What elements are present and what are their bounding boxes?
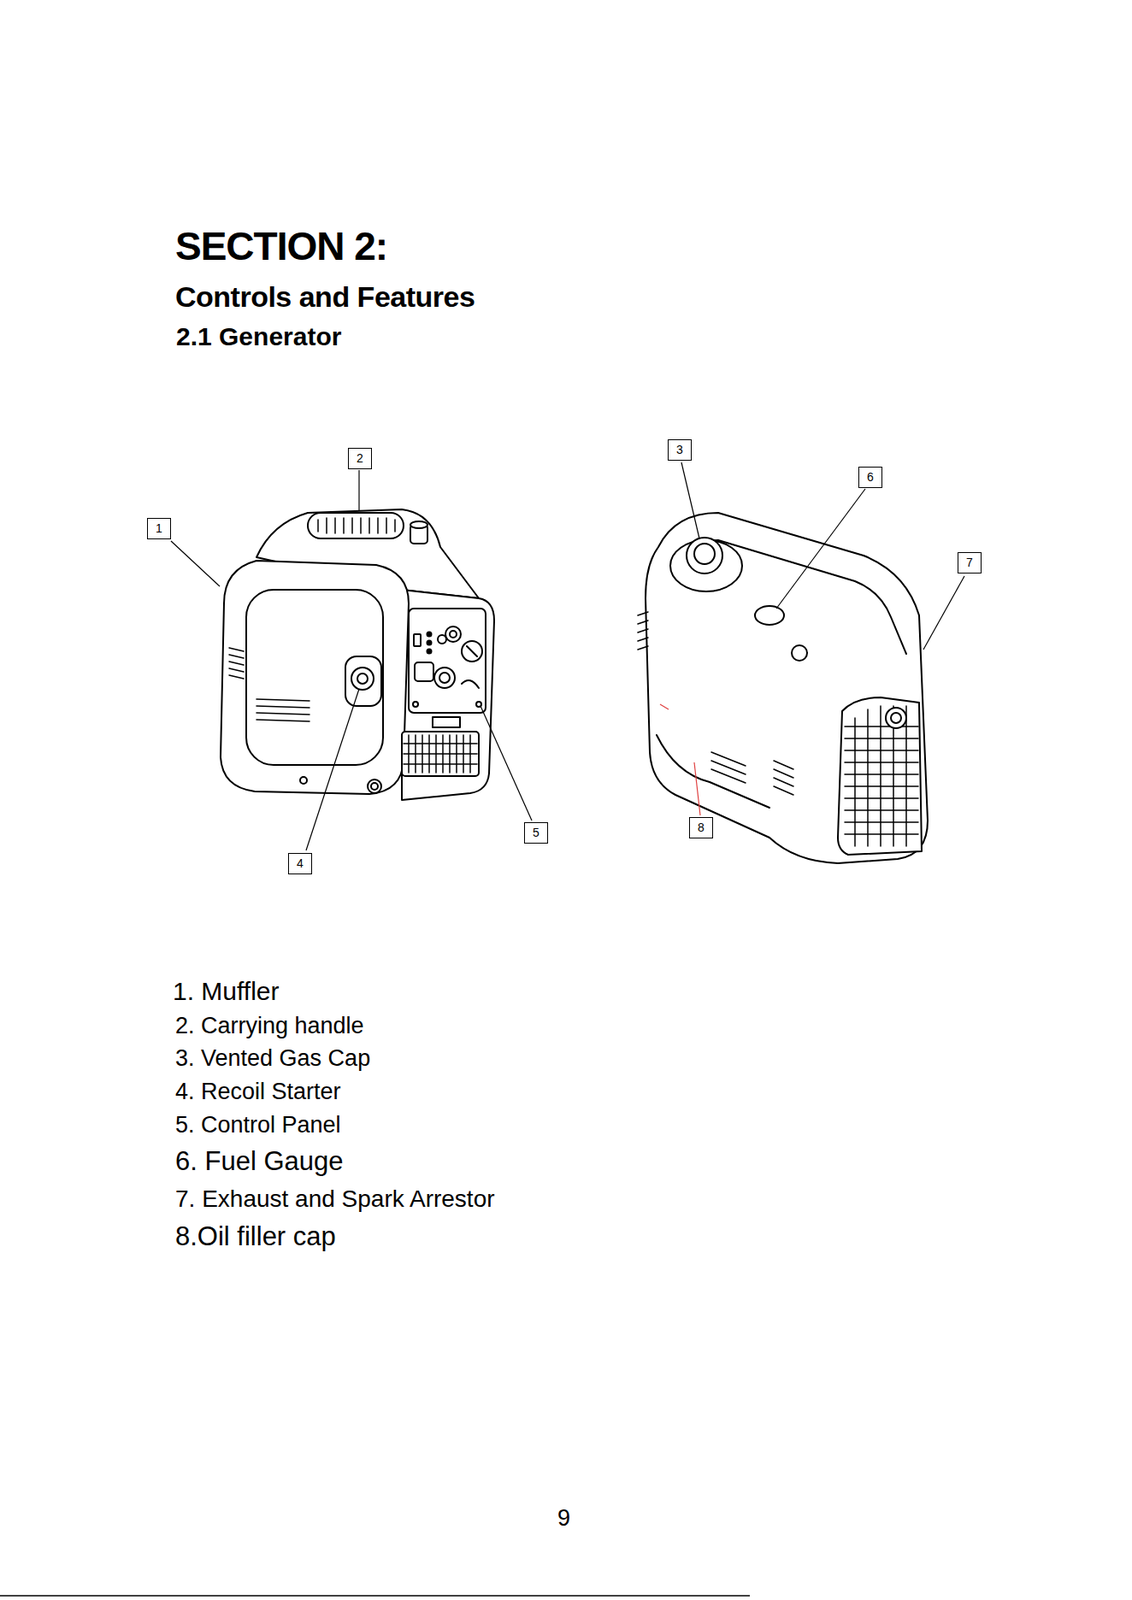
callout-box: 4 [288, 853, 313, 875]
callout-number: 1 [153, 521, 165, 537]
callout-number: 4 [294, 856, 306, 872]
parts-list-item: 4. Recoil Starter [175, 1078, 342, 1106]
red-mark [660, 704, 669, 710]
callout-number: 2 [354, 451, 366, 466]
parts-list-item: 8.Oil filler cap [175, 1221, 337, 1253]
parts-list-item: 6. Fuel Gauge [175, 1146, 343, 1178]
leader-lines [170, 462, 965, 851]
callout-number: 7 [964, 555, 975, 571]
callout-box: 2 [347, 448, 372, 470]
callout-box: 8 [689, 817, 714, 839]
parts-list-item: 1. Muffler [172, 977, 280, 1008]
section-title: SECTION 2: [175, 224, 388, 270]
page-number: 9 [557, 1505, 571, 1533]
callout-box: 7 [957, 552, 982, 574]
parts-list-item: 3. Vented Gas Cap [175, 1045, 371, 1073]
parts-list-item: 2. Carrying handle [175, 1013, 365, 1040]
page-rule [0, 1595, 750, 1598]
callout-number: 3 [674, 442, 685, 458]
leader-line-red [694, 762, 701, 816]
callout-box: 5 [524, 822, 549, 844]
section-subtitle: Controls and Features [175, 280, 475, 314]
parts-list-item: 5. Control Panel [175, 1112, 342, 1139]
callout-box: 3 [667, 439, 692, 461]
callout-box: 1 [147, 518, 171, 540]
subsection-heading: 2.1 Generator [176, 322, 342, 353]
callout-number: 6 [865, 470, 876, 485]
callout-number: 5 [530, 825, 542, 841]
callout-box: 6 [858, 466, 883, 489]
parts-list-item: 7. Exhaust and Spark Arrestor [175, 1185, 496, 1214]
callout-number: 8 [695, 820, 707, 836]
